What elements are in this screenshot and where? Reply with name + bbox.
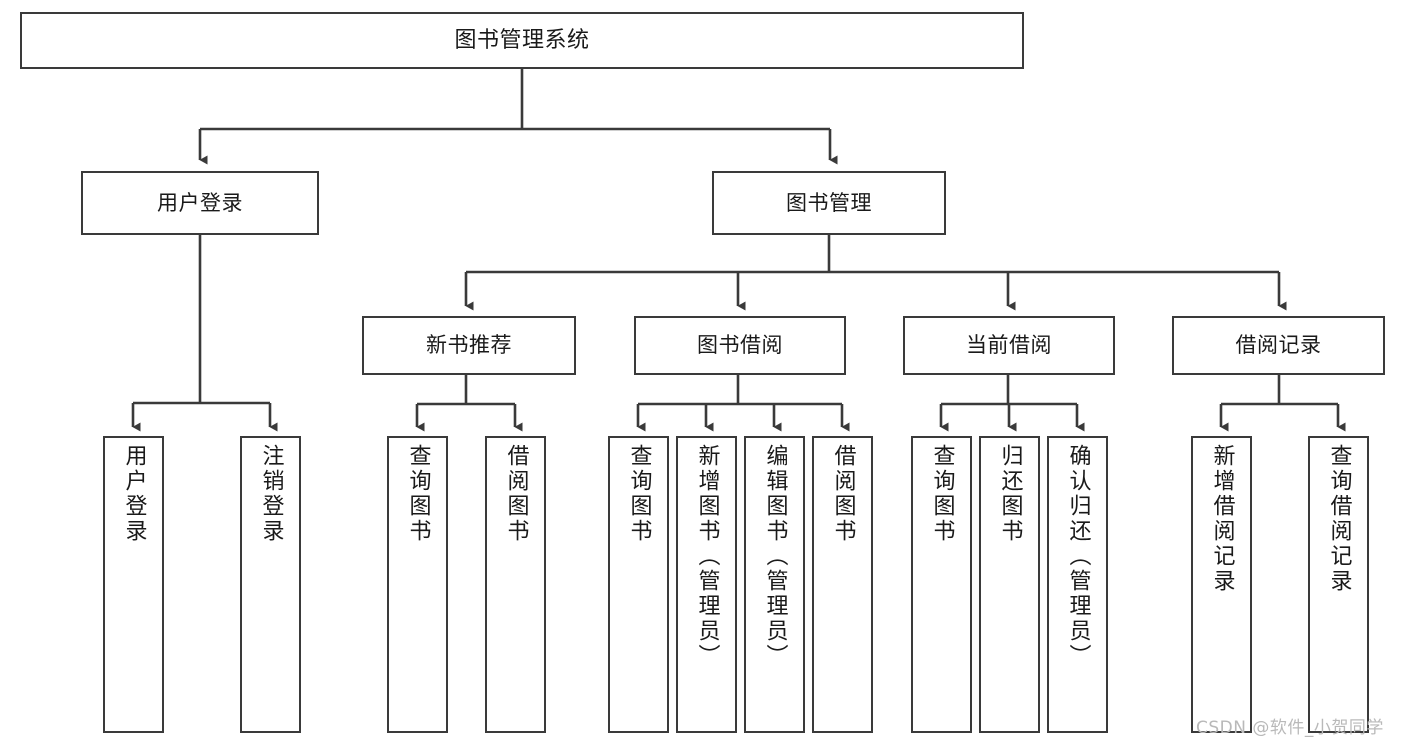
node-leaf-query-record-label: 查询借阅记录 <box>1326 444 1352 594</box>
node-leaf-query-record[interactable]: 查询借阅记录 <box>1308 436 1369 733</box>
node-leaf-return-book-label: 归还图书 <box>997 444 1023 544</box>
node-leaf-add-book-label: 新增图书（管理员） <box>694 444 720 669</box>
node-leaf-borrow-book-1[interactable]: 借阅图书 <box>485 436 546 733</box>
node-book-management[interactable]: 图书管理 <box>712 171 946 235</box>
node-new-book-recommend[interactable]: 新书推荐 <box>362 316 576 375</box>
node-leaf-user-login-label: 用户登录 <box>121 444 147 544</box>
node-borrow-record-label: 借阅记录 <box>1235 333 1322 358</box>
node-user-login[interactable]: 用户登录 <box>81 171 319 235</box>
node-leaf-edit-book-label: 编辑图书（管理员） <box>762 444 788 669</box>
node-leaf-add-book[interactable]: 新增图书（管理员） <box>676 436 737 733</box>
node-leaf-query-book-3-label: 查询图书 <box>929 444 955 544</box>
node-leaf-edit-book[interactable]: 编辑图书（管理员） <box>744 436 805 733</box>
node-leaf-query-book-2[interactable]: 查询图书 <box>608 436 669 733</box>
node-leaf-confirm-return-label: 确认归还（管理员） <box>1065 444 1091 669</box>
node-book-borrow[interactable]: 图书借阅 <box>634 316 846 375</box>
node-leaf-user-login[interactable]: 用户登录 <box>103 436 164 733</box>
csdn-watermark: CSDN @软件_小贺同学 <box>1196 718 1384 738</box>
node-leaf-query-book-3[interactable]: 查询图书 <box>911 436 972 733</box>
node-book-borrow-label: 图书借阅 <box>697 333 783 358</box>
node-leaf-borrow-book-2-label: 借阅图书 <box>830 444 856 544</box>
node-leaf-query-book-2-label: 查询图书 <box>626 444 652 544</box>
node-leaf-logout-login[interactable]: 注销登录 <box>240 436 301 733</box>
node-new-book-recommend-label: 新书推荐 <box>426 333 512 358</box>
node-leaf-borrow-book-2[interactable]: 借阅图书 <box>812 436 873 733</box>
node-leaf-query-book-1-label: 查询图书 <box>405 444 431 544</box>
node-root[interactable]: 图书管理系统 <box>20 12 1024 69</box>
node-borrow-record[interactable]: 借阅记录 <box>1172 316 1385 375</box>
node-leaf-add-record[interactable]: 新增借阅记录 <box>1191 436 1252 733</box>
node-leaf-query-book-1[interactable]: 查询图书 <box>387 436 448 733</box>
node-leaf-confirm-return[interactable]: 确认归还（管理员） <box>1047 436 1108 733</box>
node-leaf-borrow-book-1-label: 借阅图书 <box>503 444 529 544</box>
node-user-login-label: 用户登录 <box>157 190 243 215</box>
node-book-management-label: 图书管理 <box>786 190 872 215</box>
node-current-borrow[interactable]: 当前借阅 <box>903 316 1115 375</box>
node-current-borrow-label: 当前借阅 <box>966 333 1052 358</box>
node-leaf-add-record-label: 新增借阅记录 <box>1209 444 1235 594</box>
node-leaf-return-book[interactable]: 归还图书 <box>979 436 1040 733</box>
node-leaf-logout-login-label: 注销登录 <box>258 444 284 544</box>
node-root-label: 图书管理系统 <box>454 27 590 53</box>
